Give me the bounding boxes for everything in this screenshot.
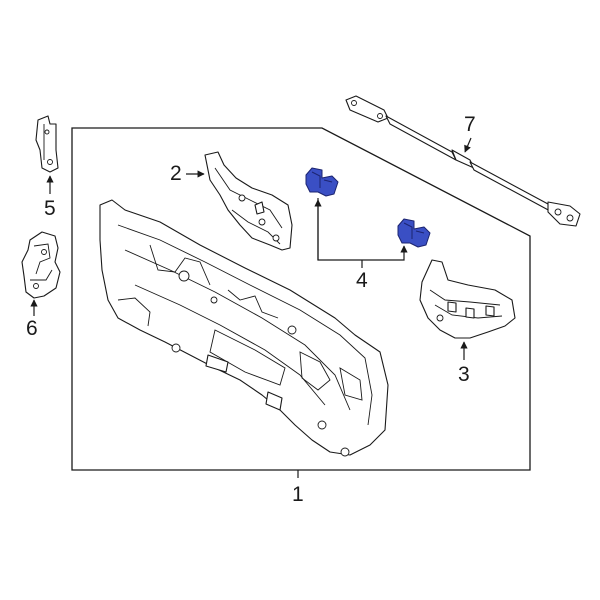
bracket-part-5[interactable] — [35, 115, 59, 173]
strut-part-7[interactable] — [345, 95, 581, 227]
assembly-frame — [71, 127, 531, 471]
callout-7: 7 — [464, 113, 476, 136]
callout-3: 3 — [458, 363, 470, 386]
dash-panel-part-1[interactable] — [99, 199, 389, 457]
bracket-part-6[interactable] — [21, 231, 61, 299]
clip-part-4-left[interactable] — [305, 167, 339, 197]
callout-1: 1 — [292, 483, 304, 506]
leader-4 — [317, 198, 408, 261]
callout-2: 2 — [170, 162, 182, 185]
bracket-part-2[interactable] — [204, 151, 293, 251]
bracket-part-3[interactable] — [419, 259, 516, 339]
leader-7 — [464, 137, 472, 153]
callout-6: 6 — [26, 317, 38, 340]
callout-4: 4 — [356, 269, 368, 292]
callout-5: 5 — [44, 197, 56, 220]
clip-part-4-right[interactable] — [397, 218, 431, 248]
